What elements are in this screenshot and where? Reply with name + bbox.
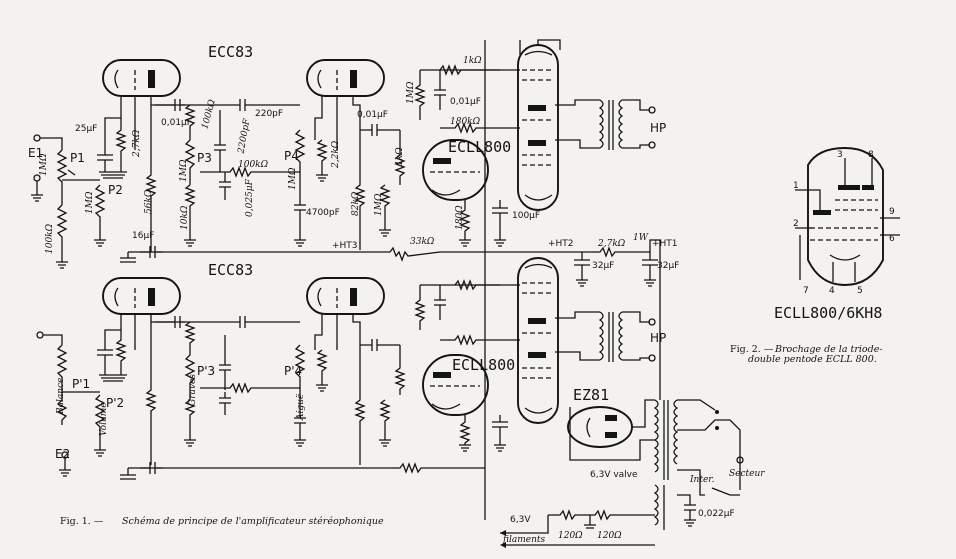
svg-text:1W: 1W [633,233,649,243]
pot-p4b-label: P'4 [284,364,302,378]
svg-text:180kΩ: 180kΩ [450,117,481,127]
volume-label: Volume [99,402,109,436]
svg-text:120Ω: 120Ω [558,531,583,541]
svg-text:+HT1: +HT1 [652,239,678,249]
power-transformer [653,399,679,530]
svg-text:32μF: 32μF [592,261,614,271]
ecc83-top-label: ECC83 [208,43,253,61]
svg-text:0,025μF: 0,025μF [245,178,255,217]
svg-text:filaments: filaments [502,535,546,545]
aigue-label: Aiguë [296,394,306,421]
svg-text:100μF: 100μF [512,211,540,221]
secteur-label: Secteur [729,469,765,479]
ez81-rectifier [567,406,633,448]
svg-text:16μF: 16μF [132,231,154,241]
pot-p4-label: P4 [284,149,299,163]
figure1-caption: Schéma de principe de l'amplificateur st… [122,516,384,527]
ecc83-top-tube [102,59,385,97]
ht-rail [128,246,650,262]
svg-text:33kΩ: 33kΩ [410,237,435,247]
pin-5: 5 [857,286,863,296]
svg-text:25μF: 25μF [75,124,97,134]
pot-p3 [184,139,196,185]
figure1-caption-number: Fig. 1. — [60,516,104,527]
svg-text:+HT2: +HT2 [548,239,574,249]
ecc83-bottom-label: ECC83 [208,261,253,279]
speaker-bottom-label: HP [650,331,666,345]
pot-p4b [294,344,306,410]
figure2-caption-line2: double pentode ECLL 800. [748,354,877,365]
pot-p1 [56,149,68,205]
svg-text:120Ω: 120Ω [597,531,622,541]
svg-text:1MΩ: 1MΩ [288,167,298,190]
svg-text:4700pF: 4700pF [306,208,340,218]
svg-text:2,2kΩ: 2,2kΩ [331,140,341,169]
inter-label: Inter. [689,475,715,485]
pot-p3-label: P3 [197,151,212,165]
svg-text:56kΩ: 56kΩ [144,189,154,214]
input-e1-label: E1 [28,146,43,160]
pot-p1b [56,344,68,425]
svg-text:0,01μF: 0,01μF [161,118,192,128]
pot-p4 [294,129,306,195]
pin-3: 3 [837,150,843,160]
svg-text:1MΩ: 1MΩ [406,81,416,104]
svg-text:100kΩ: 100kΩ [238,160,269,170]
pot-p2-label: P2 [108,183,123,197]
pin-8: 8 [868,150,874,160]
svg-text:1MΩ: 1MΩ [374,193,384,216]
figure2-tube-label: ECLL800/6KH8 [774,304,882,322]
svg-text:1MΩ: 1MΩ [85,191,95,214]
svg-text:0,01μF: 0,01μF [357,110,388,120]
pot-p2 [94,184,106,240]
graves-label: Graves [188,374,198,406]
input-e1-jack [33,134,41,142]
speaker-top-label: HP [650,121,666,135]
svg-text:0,022μF: 0,022μF [698,509,735,519]
input-e2-label: E2 [55,447,70,461]
svg-text:1kΩ: 1kΩ [463,56,482,66]
svg-text:220pF: 220pF [255,109,283,119]
ecll800-bottom-label: ECLL800 [452,356,515,374]
output-transformer-bottom [555,311,656,362]
pot-p3b [184,321,196,440]
ez81-label: EZ81 [573,386,609,404]
pot-p2b [94,394,106,450]
svg-text:6,3V: 6,3V [510,515,531,525]
pot-p2b-label: P'2 [106,396,124,410]
svg-text:+HT3: +HT3 [332,241,358,251]
pot-p3b-label: P'3 [197,364,215,378]
svg-text:1MΩ: 1MΩ [39,153,49,176]
ecll800-pinout-diagram [795,147,900,286]
valve-heater-label: 6,3V valve [590,470,638,480]
svg-text:2,7kΩ: 2,7kΩ [132,129,142,158]
svg-text:82kΩ: 82kΩ [351,191,361,216]
svg-text:2200pF: 2200pF [236,117,252,155]
svg-text:10kΩ: 10kΩ [180,205,190,230]
svg-text:1MΩ: 1MΩ [179,159,189,182]
svg-text:100kΩ: 100kΩ [45,223,55,254]
svg-text:32μF: 32μF [657,261,679,271]
pin-1: 1 [793,181,799,191]
pin-4: 4 [829,286,835,296]
output-transformer-top [555,99,656,150]
ecll800-top-label: ECLL800 [448,138,511,156]
pin-9: 9 [889,207,895,217]
pin-7: 7 [803,286,809,296]
pot-p1b-label: P'1 [72,377,90,391]
ecc83-bottom-tube [102,277,385,315]
balance-label: Balance [56,378,66,415]
svg-text:100kΩ: 100kΩ [200,98,218,130]
svg-text:1kΩ: 1kΩ [395,147,405,166]
pin-6: 6 [889,234,895,244]
svg-text:0,01μF: 0,01μF [450,97,481,107]
figure2-caption-line1: Brochage de la triode- [774,344,883,355]
figure2-caption-number: Fig. 2. — [730,344,774,355]
pin-2: 2 [793,219,799,229]
svg-text:2,7kΩ: 2,7kΩ [597,239,626,249]
svg-text:180Ω: 180Ω [455,205,465,230]
pot-p1-label: P1 [70,151,85,165]
